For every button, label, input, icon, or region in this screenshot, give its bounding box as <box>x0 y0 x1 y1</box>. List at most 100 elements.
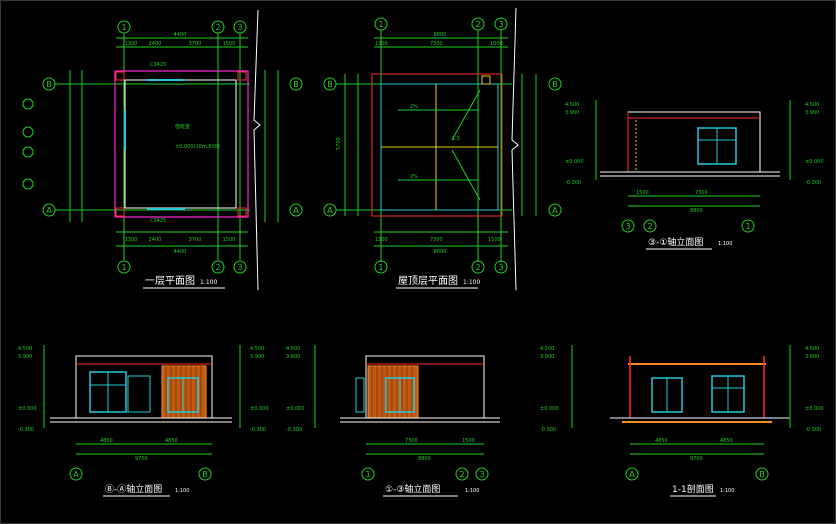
svg-text:-0.300: -0.300 <box>250 427 266 433</box>
svg-text:1500: 1500 <box>462 438 475 444</box>
svg-text:1: 1 <box>745 222 750 231</box>
svg-text:4.500: 4.500 <box>18 346 32 352</box>
svg-text:9700: 9700 <box>135 456 148 462</box>
section-1-1: 4.500 3.900 ±0.000 -0.300 4.500 3.900 ±0… <box>540 345 824 497</box>
svg-text:3: 3 <box>625 222 630 231</box>
title-first-floor: 一层平面图 <box>145 275 195 287</box>
svg-text:1: 1 <box>365 470 370 479</box>
svg-text:1300: 1300 <box>125 237 138 243</box>
svg-text:1500: 1500 <box>223 41 236 47</box>
svg-text:4.500: 4.500 <box>565 102 579 108</box>
svg-text:3.900: 3.900 <box>18 354 32 360</box>
svg-text:7300: 7300 <box>430 237 443 243</box>
svg-text:2: 2 <box>647 222 652 231</box>
title-roof-plan: 屋顶层平面图 <box>398 275 458 287</box>
wood-cladding-2 <box>367 365 419 419</box>
roof-plan: 1 2 3 8800 1300 7300 1000 2% 2% 1.5 B A <box>323 17 562 289</box>
svg-text:±0.000: ±0.000 <box>286 406 305 412</box>
svg-text:-0.300: -0.300 <box>565 180 581 186</box>
svg-text:3: 3 <box>237 263 242 272</box>
svg-text:3.900: 3.900 <box>565 110 579 116</box>
svg-text:4850: 4850 <box>720 438 733 444</box>
svg-text:4.500: 4.500 <box>286 346 300 352</box>
svg-text:1: 1 <box>121 263 126 272</box>
title-elev-1-3: ①-③轴立面图 <box>385 483 440 495</box>
axis-bubble-b-left <box>42 77 56 91</box>
svg-text:2%: 2% <box>410 104 418 110</box>
axis-bubble-a-left <box>42 203 56 217</box>
svg-text:1:100: 1:100 <box>175 488 189 494</box>
svg-text:3.900: 3.900 <box>540 354 554 360</box>
svg-text:2400: 2400 <box>149 237 162 243</box>
svg-text:7300: 7300 <box>430 41 443 47</box>
title-elev-b-a: Ⓑ-Ⓐ轴立面图 <box>105 483 162 495</box>
svg-text:±0.000(10m,800): ±0.000(10m,800) <box>175 144 220 150</box>
svg-text:2: 2 <box>459 470 464 479</box>
svg-text:1.5: 1.5 <box>452 136 460 142</box>
axis-label: 2 <box>215 23 220 32</box>
svg-text:B: B <box>202 470 208 479</box>
roof-edge <box>371 73 503 217</box>
svg-text:A: A <box>629 470 635 479</box>
svg-text:4.500: 4.500 <box>540 346 554 352</box>
svg-text:4850: 4850 <box>655 438 668 444</box>
title-elev-3-1: ③-①轴立面图 <box>648 236 703 248</box>
svg-text:7300: 7300 <box>405 438 418 444</box>
svg-text:1:100: 1:100 <box>463 279 480 286</box>
svg-text:-0.300: -0.300 <box>286 427 302 433</box>
axis-label: 1 <box>121 23 126 32</box>
title-section-1-1: 1-1剖面图 <box>672 483 714 495</box>
svg-text:2: 2 <box>475 263 480 272</box>
svg-text:A: A <box>552 206 558 215</box>
svg-text:2%: 2% <box>410 174 418 180</box>
axis-label: 3 <box>237 23 242 32</box>
elevation-b-a: 4.500 3.900 ±0.000 -0.300 4.500 3.900 ±0… <box>18 345 269 497</box>
svg-text:B: B <box>759 470 765 479</box>
svg-text:±0.000: ±0.000 <box>565 159 584 165</box>
svg-text:C3425: C3425 <box>150 218 166 224</box>
svg-text:值班室: 值班室 <box>175 123 190 130</box>
svg-text:1:100: 1:100 <box>465 488 479 494</box>
svg-text:±0.000: ±0.000 <box>250 406 269 412</box>
svg-text:B: B <box>552 80 558 89</box>
svg-text:4.500: 4.500 <box>250 346 264 352</box>
svg-text:1300: 1300 <box>125 41 138 47</box>
svg-text:1000: 1000 <box>490 41 503 47</box>
svg-text:±0.000: ±0.000 <box>805 406 824 412</box>
svg-text:-0.300: -0.300 <box>805 180 821 186</box>
svg-text:8800: 8800 <box>418 456 431 462</box>
svg-text:A: A <box>293 206 299 215</box>
svg-text:±0.000: ±0.000 <box>540 406 559 412</box>
axis-bubble-b-right <box>289 77 303 91</box>
svg-text:1300: 1300 <box>375 41 388 47</box>
svg-text:4.500: 4.500 <box>805 346 819 352</box>
svg-text:1:100: 1:100 <box>720 488 734 494</box>
svg-text:B: B <box>46 80 52 89</box>
elevation-1-3: 4.500 3.900 ±0.000 -0.300 7300 1500 8800… <box>286 345 500 497</box>
svg-text:1:100: 1:100 <box>718 241 732 247</box>
svg-text:1500: 1500 <box>223 237 236 243</box>
svg-text:3.900: 3.900 <box>250 354 264 360</box>
svg-text:A: A <box>327 206 333 215</box>
svg-text:C3425: C3425 <box>150 62 166 68</box>
elevation-3-1: 4.500 3.900 ±0.000 -0.300 4.500 3.900 ±0… <box>565 100 824 250</box>
outer-wall <box>114 70 249 218</box>
svg-text:A: A <box>46 206 52 215</box>
svg-text:B: B <box>327 80 333 89</box>
svg-text:1500: 1500 <box>488 237 501 243</box>
svg-text:3: 3 <box>498 20 503 29</box>
svg-text:4400: 4400 <box>174 32 187 38</box>
svg-text:3.900: 3.900 <box>805 110 819 116</box>
svg-text:2: 2 <box>475 20 480 29</box>
svg-text:2400: 2400 <box>149 41 162 47</box>
svg-text:-0.300: -0.300 <box>805 427 821 433</box>
svg-text:B: B <box>293 80 299 89</box>
svg-text:4400: 4400 <box>174 249 187 255</box>
svg-text:1500: 1500 <box>636 190 649 196</box>
svg-text:1300: 1300 <box>375 237 388 243</box>
svg-text:3: 3 <box>498 263 503 272</box>
first-floor-plan: 1 2 3 4400 1300 2400 3700 1500 C3425 C34… <box>22 20 303 289</box>
svg-text:±0.000: ±0.000 <box>18 406 37 412</box>
svg-text:1: 1 <box>378 263 383 272</box>
